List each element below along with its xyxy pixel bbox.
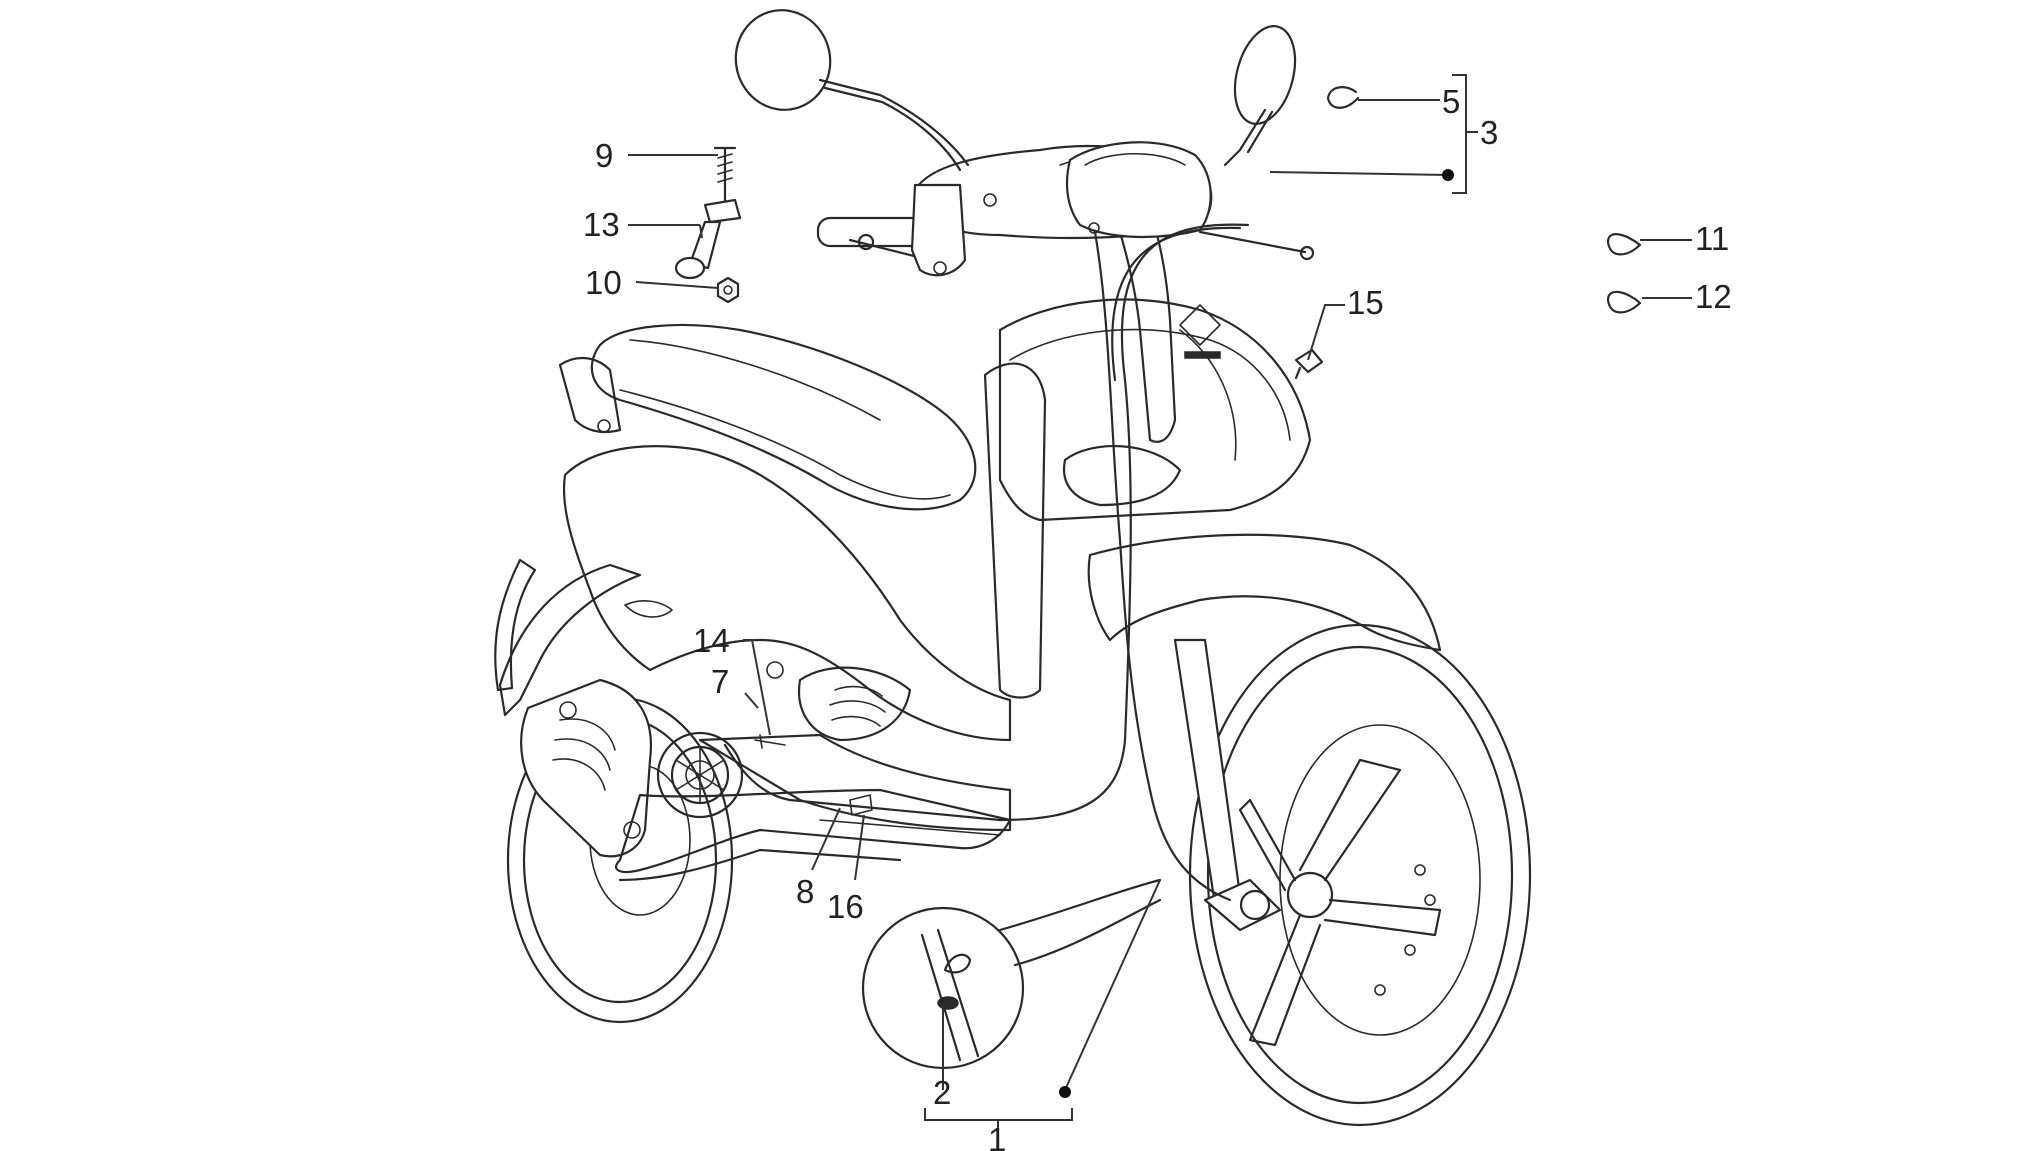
- rear-body-panel: [563, 445, 1012, 742]
- callout-10: 10: [585, 264, 622, 301]
- tail-rack: [558, 357, 622, 434]
- callout-3: 3: [1480, 114, 1498, 151]
- bolt-assembly: [674, 146, 742, 304]
- callout-13: 13: [583, 206, 620, 243]
- clip-part-11: [1606, 233, 1642, 256]
- exhaust-muffler: [520, 678, 652, 858]
- callout-14: 14: [693, 622, 730, 659]
- side-reflector: [1062, 445, 1182, 507]
- clip-15-part: [1294, 348, 1324, 380]
- handlebar-clamp: [910, 183, 967, 277]
- callout-12: 12: [1695, 278, 1732, 315]
- callout-9: 9: [595, 137, 613, 174]
- callout-1: 1: [988, 1121, 1006, 1151]
- scooter-illustration: [494, 9, 1532, 1127]
- callout-8: 8: [796, 873, 814, 910]
- brake-cable: [723, 223, 1250, 822]
- rear-mudguard: [498, 563, 642, 717]
- speedometer-cable: [1093, 230, 1232, 902]
- front-wheel: [1188, 623, 1532, 1127]
- front-fender: [1087, 533, 1442, 652]
- callout-15: 15: [1347, 284, 1384, 321]
- rear-fender: [494, 558, 537, 692]
- front-fork: [1173, 638, 1282, 932]
- callout-11: 11: [1695, 220, 1729, 257]
- left-mirror: [734, 9, 970, 172]
- callout-7: 7: [711, 663, 729, 700]
- leg-shield-inner: [983, 362, 1047, 699]
- callout-5: 5: [1442, 83, 1460, 120]
- seat: [590, 323, 977, 511]
- callout-2: 2: [933, 1074, 951, 1111]
- callout-16: 16: [827, 888, 864, 925]
- leader-dot-1: [1059, 1086, 1071, 1098]
- clip-part-12: [1606, 290, 1642, 314]
- detail-inset: [861, 878, 1162, 1070]
- clip-part-5: [1326, 86, 1360, 109]
- brand-emblem: [1179, 304, 1221, 359]
- right-mirror: [1223, 25, 1297, 167]
- callout-labels: 9 13 10 5 3 11 12 15 14 7 8 16 2 1: [583, 83, 1732, 1151]
- side-vent: [797, 666, 912, 742]
- instrument-cluster: [1065, 141, 1212, 239]
- left-handlebar: [816, 216, 940, 262]
- swing-arm: [615, 788, 1012, 874]
- rear-hub: [656, 731, 744, 819]
- leader-lines: [628, 74, 1692, 1132]
- right-handlebar: [1198, 230, 1315, 261]
- leader-dot-3: [1442, 169, 1454, 181]
- front-shield: [998, 298, 1312, 522]
